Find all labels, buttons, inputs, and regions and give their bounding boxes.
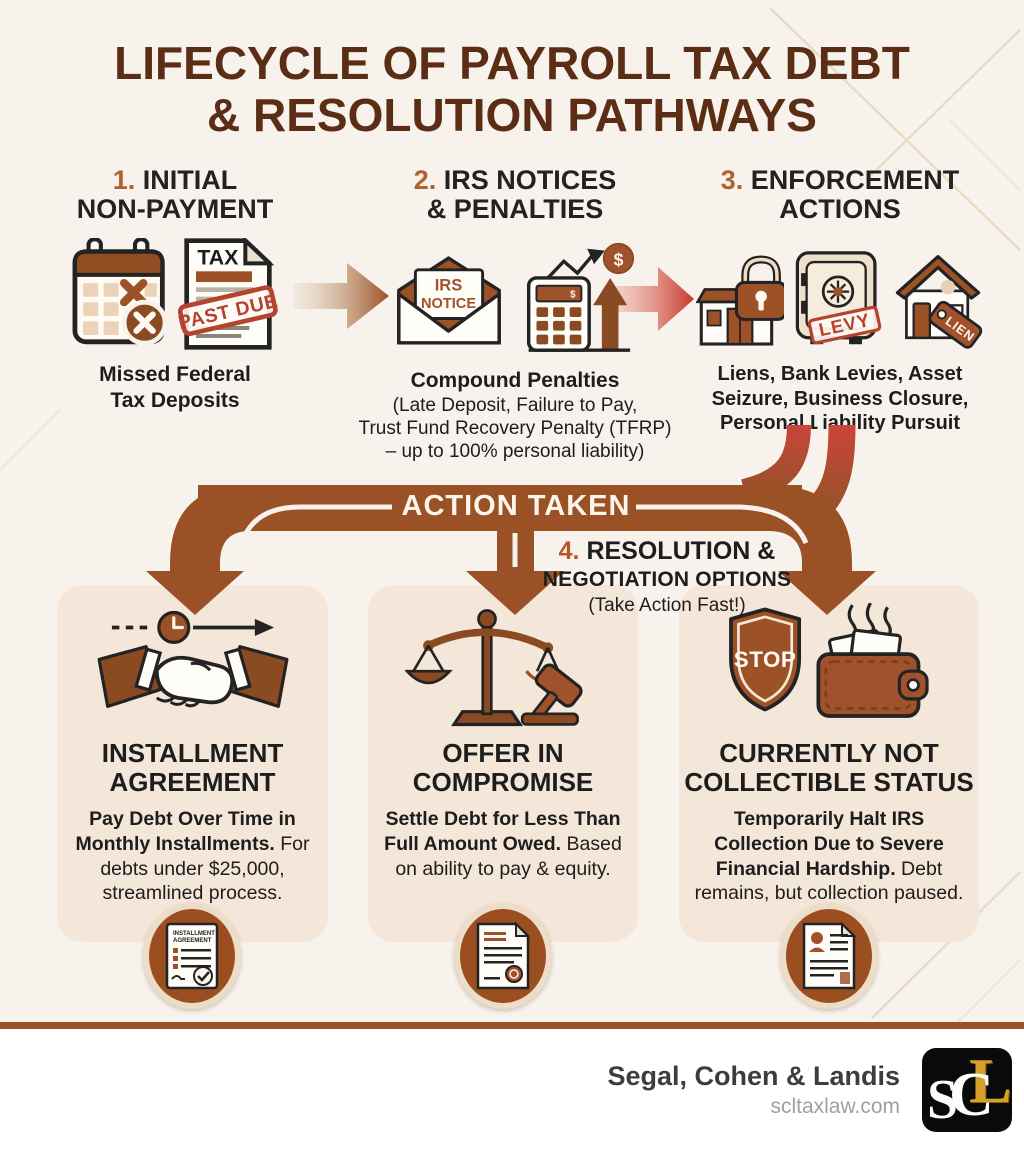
step-2-irs-notices-penalties: 2. IRS NOTICES & PENALTIES IRS NOTICE $ bbox=[355, 165, 675, 463]
step-1-heading-line2: NON-PAYMENT bbox=[76, 194, 274, 225]
step-1-initial-non-payment: 1. INITIAL NON-PAYMENT bbox=[40, 165, 310, 414]
installment-agreement-card: INSTALLMENT AGREEMENT Pay Debt Over Time… bbox=[57, 585, 328, 942]
hardship-document-badge bbox=[780, 903, 878, 1009]
step-2-caption-bold: Compound Penalties bbox=[410, 369, 620, 393]
step-3-number: 3. bbox=[720, 165, 744, 195]
step-3-heading-line1: ENFORCEMENT bbox=[750, 165, 960, 195]
step-3-caption-line3: Personal Liability Pursuit bbox=[719, 412, 961, 435]
step-2-caption-line2: Trust Fund Recovery Penalty (TFRP) bbox=[358, 418, 672, 440]
scl-logo: S L C bbox=[922, 1048, 1012, 1132]
card-3-title-line1: CURRENTLY NOT bbox=[719, 738, 939, 768]
step-3-caption: Liens, Bank Levies, Asset Seizure, Busin… bbox=[680, 362, 1000, 435]
notice-label: NOTICE bbox=[421, 296, 476, 312]
logo-letter-c: C bbox=[949, 1061, 994, 1129]
step-2-heading-line1: IRS NOTICES bbox=[443, 165, 617, 195]
step-2-heading-line2: & PENALTIES bbox=[426, 194, 604, 225]
card-1-title: INSTALLMENT AGREEMENT bbox=[57, 738, 328, 798]
irs-notice-envelope-icon: IRS NOTICE bbox=[397, 256, 501, 345]
logo-letter-s: S bbox=[927, 1069, 959, 1131]
step-3-caption-line1: Liens, Bank Levies, Asset bbox=[717, 363, 963, 386]
card-2-title: OFFER IN COMPROMISE bbox=[368, 738, 638, 798]
step-2-icons: IRS NOTICE $ $ bbox=[355, 238, 675, 356]
page-title: LIFECYCLE OF PAYROLL TAX DEBT & RESOLUTI… bbox=[0, 37, 1024, 142]
penalty-calculator-icon: $ $ bbox=[526, 243, 635, 353]
locked-business-icon bbox=[696, 255, 784, 346]
compromise-document-badge bbox=[454, 903, 552, 1009]
tax-label: TAX bbox=[197, 246, 239, 270]
lien-house-icon: LIEN bbox=[895, 255, 983, 350]
step-2-caption-line1: (Late Deposit, Failure to Pay, bbox=[392, 394, 638, 416]
stop-shield-label: STOP bbox=[734, 647, 797, 672]
page-title-line2: & RESOLUTION PATHWAYS bbox=[207, 88, 817, 141]
card-2-body: Settle Debt for Less Than Full Amount Ow… bbox=[382, 807, 624, 881]
step-2-caption: Compound Penalties (Late Deposit, Failur… bbox=[355, 368, 675, 463]
card-3-title: CURRENTLY NOT COLLECTIBLE STATUS bbox=[679, 738, 979, 798]
currently-not-collectible-card: STOP CURRENTLY NOT COLLECTIBLE STATUS Te… bbox=[679, 585, 979, 942]
step-4-heading-line1: RESOLUTION & bbox=[586, 537, 776, 565]
step1-to-step2-arrow-icon bbox=[293, 263, 389, 329]
stop-shield-wallet-icon: STOP bbox=[729, 603, 929, 718]
scales-and-gavel-icon bbox=[405, 609, 583, 727]
footer: Segal, Cohen & Landis scltaxlaw.com S L … bbox=[0, 1029, 1024, 1154]
action-taken-banner: ACTION TAKEN bbox=[401, 490, 631, 522]
calculator-screen-label: $ bbox=[570, 290, 576, 301]
step-2-number: 2. bbox=[413, 165, 437, 195]
step-1-heading-line1: INITIAL bbox=[142, 165, 238, 195]
card-3-body: Temporarily Halt IRS Collection Due to S… bbox=[685, 807, 973, 906]
badge-doc-label-line2: AGREEMENT bbox=[173, 938, 212, 944]
past-due-tax-document-icon: TAX PAST DUE bbox=[178, 238, 278, 350]
irs-label: IRS bbox=[435, 276, 463, 295]
handshake-timeline-icon bbox=[97, 610, 288, 708]
step2-to-step3-arrow-icon bbox=[612, 267, 694, 331]
step-3-caption-line2: Seizure, Business Closure, bbox=[711, 387, 969, 410]
step-1-caption: Missed Federal Tax Deposits bbox=[40, 362, 310, 413]
step-1-heading: 1. INITIAL NON-PAYMENT bbox=[40, 165, 310, 225]
card-2-title-line2: COMPROMISE bbox=[412, 767, 594, 798]
missed-calendar-icon bbox=[72, 238, 168, 346]
levy-safe-icon: LEVY bbox=[795, 251, 882, 345]
step-3-heading: 3. ENFORCEMENT ACTIONS bbox=[680, 165, 1000, 225]
step-1-number: 1. bbox=[112, 165, 136, 195]
step-1-icons: TAX PAST DUE bbox=[40, 238, 310, 350]
card-3-title-line2: COLLECTIBLE STATUS bbox=[684, 767, 974, 798]
step-4-resolution-heading: 4. RESOLUTION & NEGOTIATION OPTIONS (Tak… bbox=[536, 537, 798, 617]
dollar-circle-label: $ bbox=[614, 250, 624, 270]
brand-name: Segal, Cohen & Landis bbox=[607, 1061, 900, 1091]
step-4-heading-line3: (Take Action Fast!) bbox=[588, 595, 746, 616]
step-3-heading-line2: ACTIONS bbox=[779, 194, 901, 225]
card-1-title-line2: AGREEMENT bbox=[109, 767, 276, 798]
step-4-heading-line2: NEGOTIATION OPTIONS bbox=[542, 568, 792, 591]
card-2-title-line1: OFFER IN bbox=[442, 738, 564, 768]
footer-divider bbox=[0, 1022, 1024, 1029]
card-1-body-regular: For debts under $25,000, streamlined pro… bbox=[100, 832, 310, 905]
step-1-caption-line2: Tax Deposits bbox=[110, 388, 240, 412]
hardship-statement-document-icon bbox=[802, 922, 856, 990]
installment-agreement-document-badge: INSTALLMENT AGREEMENT bbox=[143, 903, 241, 1009]
card-3-body-bold: Temporarily Halt IRS Collection Due to S… bbox=[714, 808, 944, 880]
step-3-icons: LEVY LIEN bbox=[680, 248, 1000, 350]
sealed-document-icon bbox=[476, 922, 530, 990]
brand-block: Segal, Cohen & Landis scltaxlaw.com bbox=[607, 1061, 900, 1119]
step-2-heading: 2. IRS NOTICES & PENALTIES bbox=[355, 165, 675, 225]
offer-in-compromise-card: OFFER IN COMPROMISE Settle Debt for Less… bbox=[368, 585, 638, 942]
badge-doc-label-line1: INSTALLMENT bbox=[173, 931, 215, 937]
step-3-enforcement-actions: 3. ENFORCEMENT ACTIONS bbox=[680, 165, 1000, 435]
step-1-caption-line1: Missed Federal bbox=[99, 363, 251, 387]
step-4-number: 4. bbox=[558, 537, 580, 565]
card-2-body-regular: Based on ability to pay & equity. bbox=[395, 832, 622, 880]
brand-website[interactable]: scltaxlaw.com bbox=[770, 1095, 900, 1118]
card-1-body-bold: Pay Debt Over Time in Monthly Installmen… bbox=[75, 808, 296, 855]
card-1-body: Pay Debt Over Time in Monthly Installmen… bbox=[71, 807, 315, 906]
card-1-title-line1: INSTALLMENT bbox=[101, 738, 284, 768]
action-taken-connector bbox=[146, 425, 876, 615]
logo-letter-l: L bbox=[969, 1048, 1012, 1116]
card-2-body-bold: Settle Debt for Less Than Full Amount Ow… bbox=[384, 808, 621, 855]
step-2-caption-line3: – up to 100% personal liability) bbox=[385, 441, 645, 463]
page-title-line1: LIFECYCLE OF PAYROLL TAX DEBT bbox=[114, 37, 910, 89]
agreement-document-icon: INSTALLMENT AGREEMENT bbox=[165, 922, 219, 990]
